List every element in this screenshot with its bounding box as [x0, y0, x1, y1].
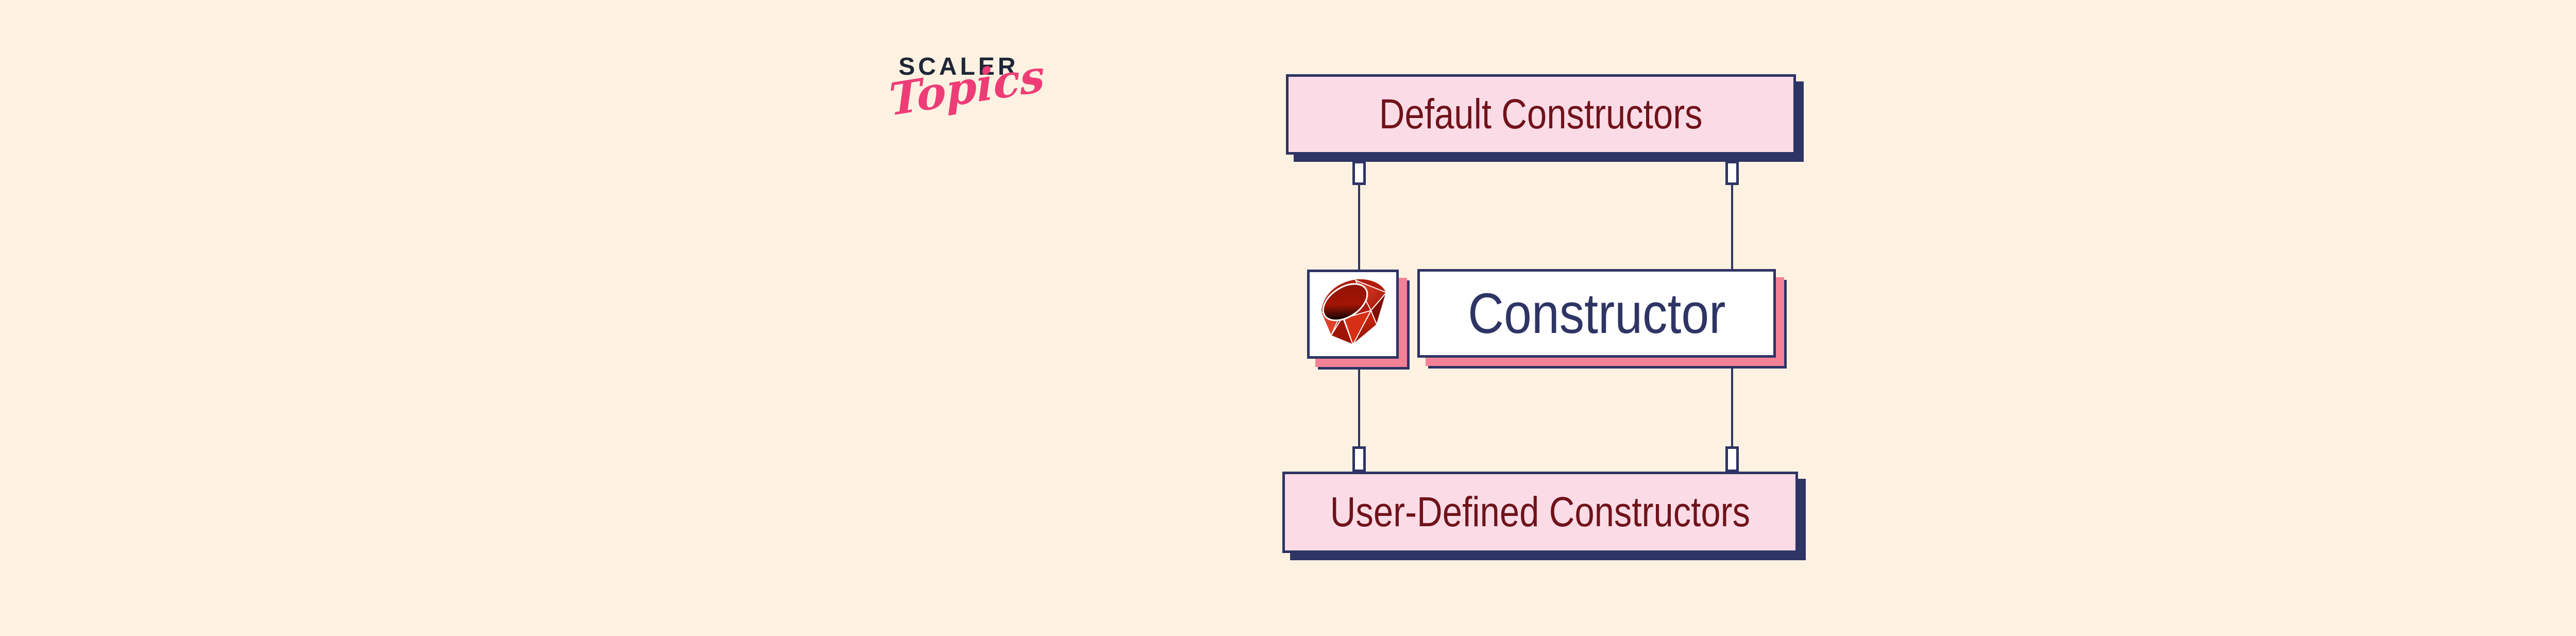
connector-line-lower-left	[1358, 367, 1360, 447]
user-defined-constructors-box: User-Defined Constructors	[1282, 472, 1798, 553]
user-defined-constructors-label: User-Defined Constructors	[1330, 489, 1751, 535]
connector-nub-bottom-right	[1725, 446, 1739, 472]
connector-line-lower-right	[1731, 366, 1733, 447]
ruby-gem-icon	[1319, 277, 1387, 346]
constructor-box: Constructor	[1417, 269, 1776, 358]
scaler-topics-logo: SCALER Topics	[888, 49, 1046, 160]
scaler-logo-wordmark: SCALER	[899, 53, 1019, 80]
connector-nub-top-right	[1725, 161, 1739, 185]
ruby-logo-box	[1307, 270, 1399, 359]
connector-line-upper-right	[1731, 184, 1733, 270]
default-constructors-label: Default Constructors	[1379, 91, 1703, 138]
connector-line-upper-left	[1358, 184, 1360, 270]
connector-nub-bottom-left	[1352, 446, 1366, 472]
default-constructors-box: Default Constructors	[1286, 74, 1796, 155]
constructor-label: Constructor	[1467, 281, 1726, 345]
connector-nub-top-left	[1352, 161, 1366, 185]
